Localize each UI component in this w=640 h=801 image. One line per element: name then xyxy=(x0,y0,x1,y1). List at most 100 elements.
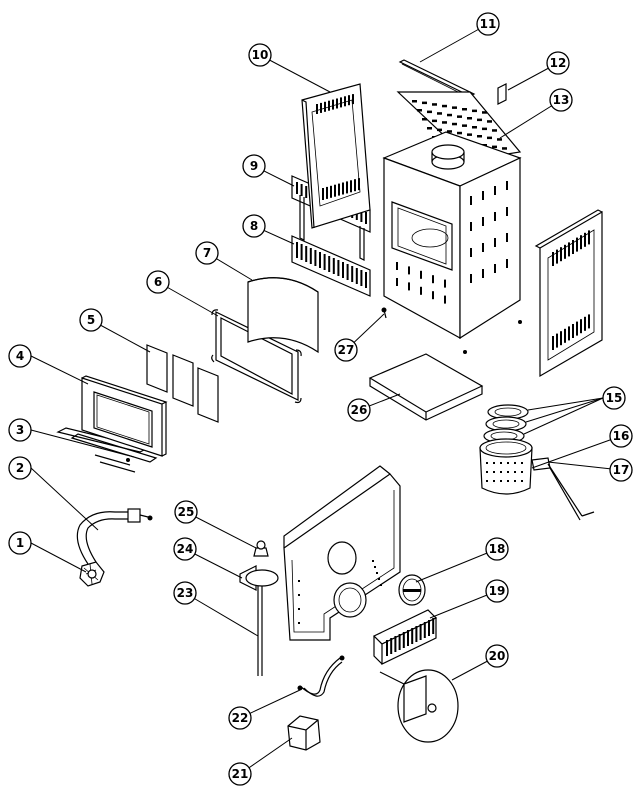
part-curved-baffle xyxy=(247,277,319,354)
mount-hole xyxy=(374,566,376,568)
callout-20-label: 20 xyxy=(489,649,506,663)
vent-hole xyxy=(457,131,462,135)
louver-slot xyxy=(576,237,578,252)
louver-slot xyxy=(580,235,582,250)
callout-17: 17 xyxy=(609,458,633,482)
louver-slot xyxy=(348,95,350,106)
part-louver-strip xyxy=(291,235,371,297)
callout-15-label: 15 xyxy=(606,391,623,405)
louver-slot xyxy=(552,336,554,350)
part-hose xyxy=(76,508,153,565)
callout-1-label: 1 xyxy=(16,536,24,550)
callout-7: 7 xyxy=(195,241,219,265)
slot xyxy=(482,269,484,278)
fin xyxy=(419,624,422,640)
callout-13-label: 13 xyxy=(553,93,570,107)
slot xyxy=(420,286,422,295)
part-wire xyxy=(297,655,345,697)
air-hole xyxy=(500,480,502,482)
slot xyxy=(494,264,496,273)
vent-hole xyxy=(447,113,452,117)
part-right-panel xyxy=(534,209,603,378)
fin xyxy=(386,640,388,656)
vent-hole xyxy=(497,138,502,141)
slot xyxy=(444,279,446,288)
louver-slot xyxy=(309,248,312,264)
vent-hole xyxy=(432,119,437,123)
air-hole xyxy=(507,480,509,482)
louver-slot xyxy=(564,328,566,343)
part-switch-box xyxy=(287,715,321,751)
part-glass-panels xyxy=(146,344,219,423)
callout-8: 8 xyxy=(242,214,266,238)
mount-hole xyxy=(380,584,382,586)
louver-slot xyxy=(324,101,326,112)
callout-6: 6 xyxy=(146,270,170,294)
fin xyxy=(390,638,393,654)
vent-hole xyxy=(417,109,422,112)
part-ash-tray xyxy=(368,353,484,421)
louver-slot xyxy=(588,230,590,245)
part-door-frame xyxy=(70,375,168,463)
slot xyxy=(506,259,508,268)
slot xyxy=(432,291,434,300)
vent-hole xyxy=(502,147,507,150)
louver-slot xyxy=(584,232,586,247)
air-hole xyxy=(521,471,523,473)
louver-slot xyxy=(572,240,574,254)
louver-slot xyxy=(330,185,332,198)
callout-21: 21 xyxy=(228,762,252,786)
callout-7-label: 7 xyxy=(203,246,211,260)
vent-hole xyxy=(422,101,427,105)
vent-hole xyxy=(452,106,457,109)
part-gasket-frame xyxy=(211,309,302,404)
vent-hole xyxy=(432,103,437,106)
callout-25: 25 xyxy=(174,500,198,524)
vent-hole xyxy=(462,108,467,111)
callout-19: 19 xyxy=(485,579,509,603)
fin xyxy=(411,628,414,644)
louver-slot xyxy=(576,321,578,336)
part-stove-body xyxy=(382,91,522,354)
slot xyxy=(432,275,434,284)
louver-slot xyxy=(556,333,558,348)
air-hole xyxy=(514,471,516,473)
slot xyxy=(408,266,410,275)
callout-12-label: 12 xyxy=(550,56,567,70)
vent-hole xyxy=(442,104,447,108)
callout-1: 1 xyxy=(8,531,32,555)
louver-slot xyxy=(355,268,358,284)
fin xyxy=(398,634,401,650)
louver-slot xyxy=(365,272,367,288)
vent-hole xyxy=(412,100,417,103)
louver-slot xyxy=(572,324,574,338)
fin xyxy=(428,620,430,636)
callout-8-label: 8 xyxy=(250,219,258,233)
louver-slot xyxy=(568,242,570,257)
louver-slot xyxy=(344,96,346,107)
louver-slot xyxy=(338,183,340,196)
louver-slot xyxy=(323,254,326,270)
louver-slot xyxy=(328,256,331,272)
slot xyxy=(420,270,422,279)
part-fan-motor xyxy=(379,669,459,743)
vent-hole xyxy=(467,133,472,136)
callout-15: 15 xyxy=(602,386,626,410)
louver-slot xyxy=(346,181,348,194)
vent-hole xyxy=(492,145,497,149)
slot xyxy=(396,262,398,270)
louver-slot xyxy=(584,316,586,331)
fin xyxy=(432,618,435,634)
callouts: 1 2 3 4 5 6 7 8 9 10 11 12 13 15 16 17 1… xyxy=(8,12,633,786)
fin xyxy=(423,622,426,638)
louver-slot xyxy=(328,100,330,111)
callout-12: 12 xyxy=(546,51,570,75)
louver-slot xyxy=(346,264,349,280)
callout-23: 23 xyxy=(173,581,197,605)
callout-26: 26 xyxy=(347,398,371,422)
callout-23-label: 23 xyxy=(177,586,194,600)
callout-21-label: 21 xyxy=(232,767,249,781)
vent-hole xyxy=(487,136,492,140)
vent-hole xyxy=(437,128,442,132)
